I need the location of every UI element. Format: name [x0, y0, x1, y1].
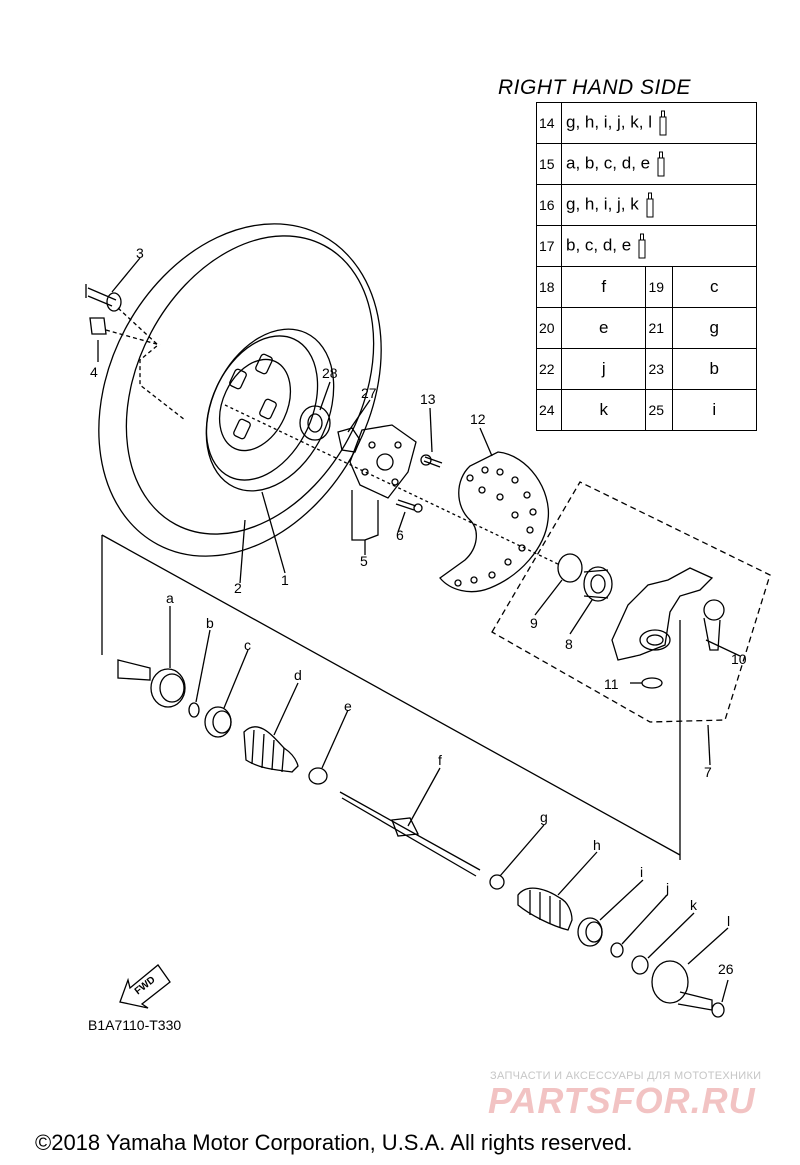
table-row: 22 j 23 b	[536, 348, 758, 390]
callout-2: 2	[234, 580, 242, 596]
row-value: e	[560, 307, 647, 349]
diagram-code: B1A7110-T330	[88, 1017, 182, 1033]
row-number: 16	[536, 184, 562, 226]
callout-g: g	[540, 809, 548, 825]
callout-4: 4	[90, 364, 98, 380]
right-hand-side-table: 14 g, h, i, j, k, l 15 a, b, c, d, e 16 …	[536, 102, 758, 431]
callout-12: 12	[470, 411, 486, 427]
callout-13: 13	[420, 391, 436, 407]
table-title: RIGHT HAND SIDE	[498, 76, 692, 99]
callout-i: i	[640, 864, 643, 880]
copyright-notice: ©2018 Yamaha Motor Corporation, U.S.A. A…	[35, 1130, 633, 1155]
row-number: 23	[645, 348, 673, 390]
row-value: f	[560, 266, 647, 308]
boot-d	[243, 726, 299, 773]
callout-5: 5	[360, 553, 368, 569]
row-number: 25	[645, 389, 673, 431]
row-number: 15	[536, 143, 562, 185]
row-number: 14	[536, 102, 562, 144]
table-row: 14 g, h, i, j, k, l	[536, 102, 757, 144]
callout-d: d	[294, 667, 302, 683]
table-row: 17 b, c, d, e	[536, 225, 757, 267]
hub-5	[349, 424, 417, 499]
valve-stem	[85, 284, 117, 307]
row-letters: g, h, i, j, k	[566, 194, 639, 214]
drive-shaft	[339, 791, 481, 877]
callout-26: 26	[718, 961, 734, 977]
callout-b: b	[206, 615, 214, 631]
row-number: 22	[536, 348, 562, 390]
sealant-tube-icon	[646, 192, 654, 218]
callout-11: 11	[604, 676, 619, 692]
row-number: 17	[536, 225, 562, 267]
callout-1: 1	[281, 572, 289, 588]
row-value: g	[671, 307, 758, 349]
fwd-label: FWD	[133, 975, 158, 998]
collar-28	[299, 405, 331, 441]
brake-disc	[439, 451, 550, 593]
grease-tube-icon	[638, 233, 646, 259]
table-row: 18 f 19 c	[536, 266, 758, 308]
callout-f: f	[438, 752, 442, 768]
grease-tube-icon	[657, 151, 665, 177]
table-row: 20 e 21 g	[536, 307, 758, 349]
callout-27: 27	[361, 385, 377, 401]
callout-h: h	[593, 837, 601, 853]
cv-joint-inner	[651, 960, 689, 1004]
table-row: 15 a, b, c, d, e	[536, 143, 757, 185]
row-number: 19	[645, 266, 673, 308]
callout-8: 8	[565, 636, 573, 652]
row-number: 20	[536, 307, 562, 349]
callout-e: e	[344, 698, 352, 714]
callout-c: c	[244, 637, 251, 653]
watermark-logo: PARTSFOR.RU	[488, 1080, 756, 1121]
watermark-tagline: ЗАПЧАСТИ И АКСЕССУАРЫ ДЛЯ МОТОТЕХНИКИ	[490, 1070, 762, 1082]
row-letters: g, h, i, j, k, l	[566, 112, 652, 132]
row-value: k	[560, 389, 647, 431]
row-number: 24	[536, 389, 562, 431]
row-value: b	[671, 348, 758, 390]
callout-3: 3	[136, 245, 144, 261]
callout-6: 6	[396, 527, 404, 543]
row-number: 18	[536, 266, 562, 308]
row-value: i	[671, 389, 758, 431]
callout-10: 10	[731, 651, 747, 667]
callout-j: j	[665, 880, 669, 896]
knuckle	[611, 567, 714, 661]
row-letters: b, c, d, e	[566, 235, 632, 255]
table-row: 16 g, h, i, j, k	[536, 184, 757, 226]
callout-k: k	[690, 897, 698, 913]
row-letters: a, b, c, d, e	[566, 153, 651, 173]
table-row: 24 k 25 i	[536, 389, 758, 431]
sealant-tube-icon	[659, 110, 667, 136]
bearing-8	[583, 566, 613, 602]
callout-7: 7	[704, 764, 712, 780]
callout-9: 9	[530, 615, 538, 631]
boot-h	[517, 887, 573, 931]
fwd-arrow	[119, 964, 171, 1009]
callout-28: 28	[322, 365, 338, 381]
row-value: j	[560, 348, 647, 390]
callout-a: a	[166, 590, 174, 606]
row-number: 21	[645, 307, 673, 349]
callout-l: l	[727, 913, 730, 929]
row-value: c	[671, 266, 758, 308]
cv-joint-outer	[117, 659, 151, 681]
